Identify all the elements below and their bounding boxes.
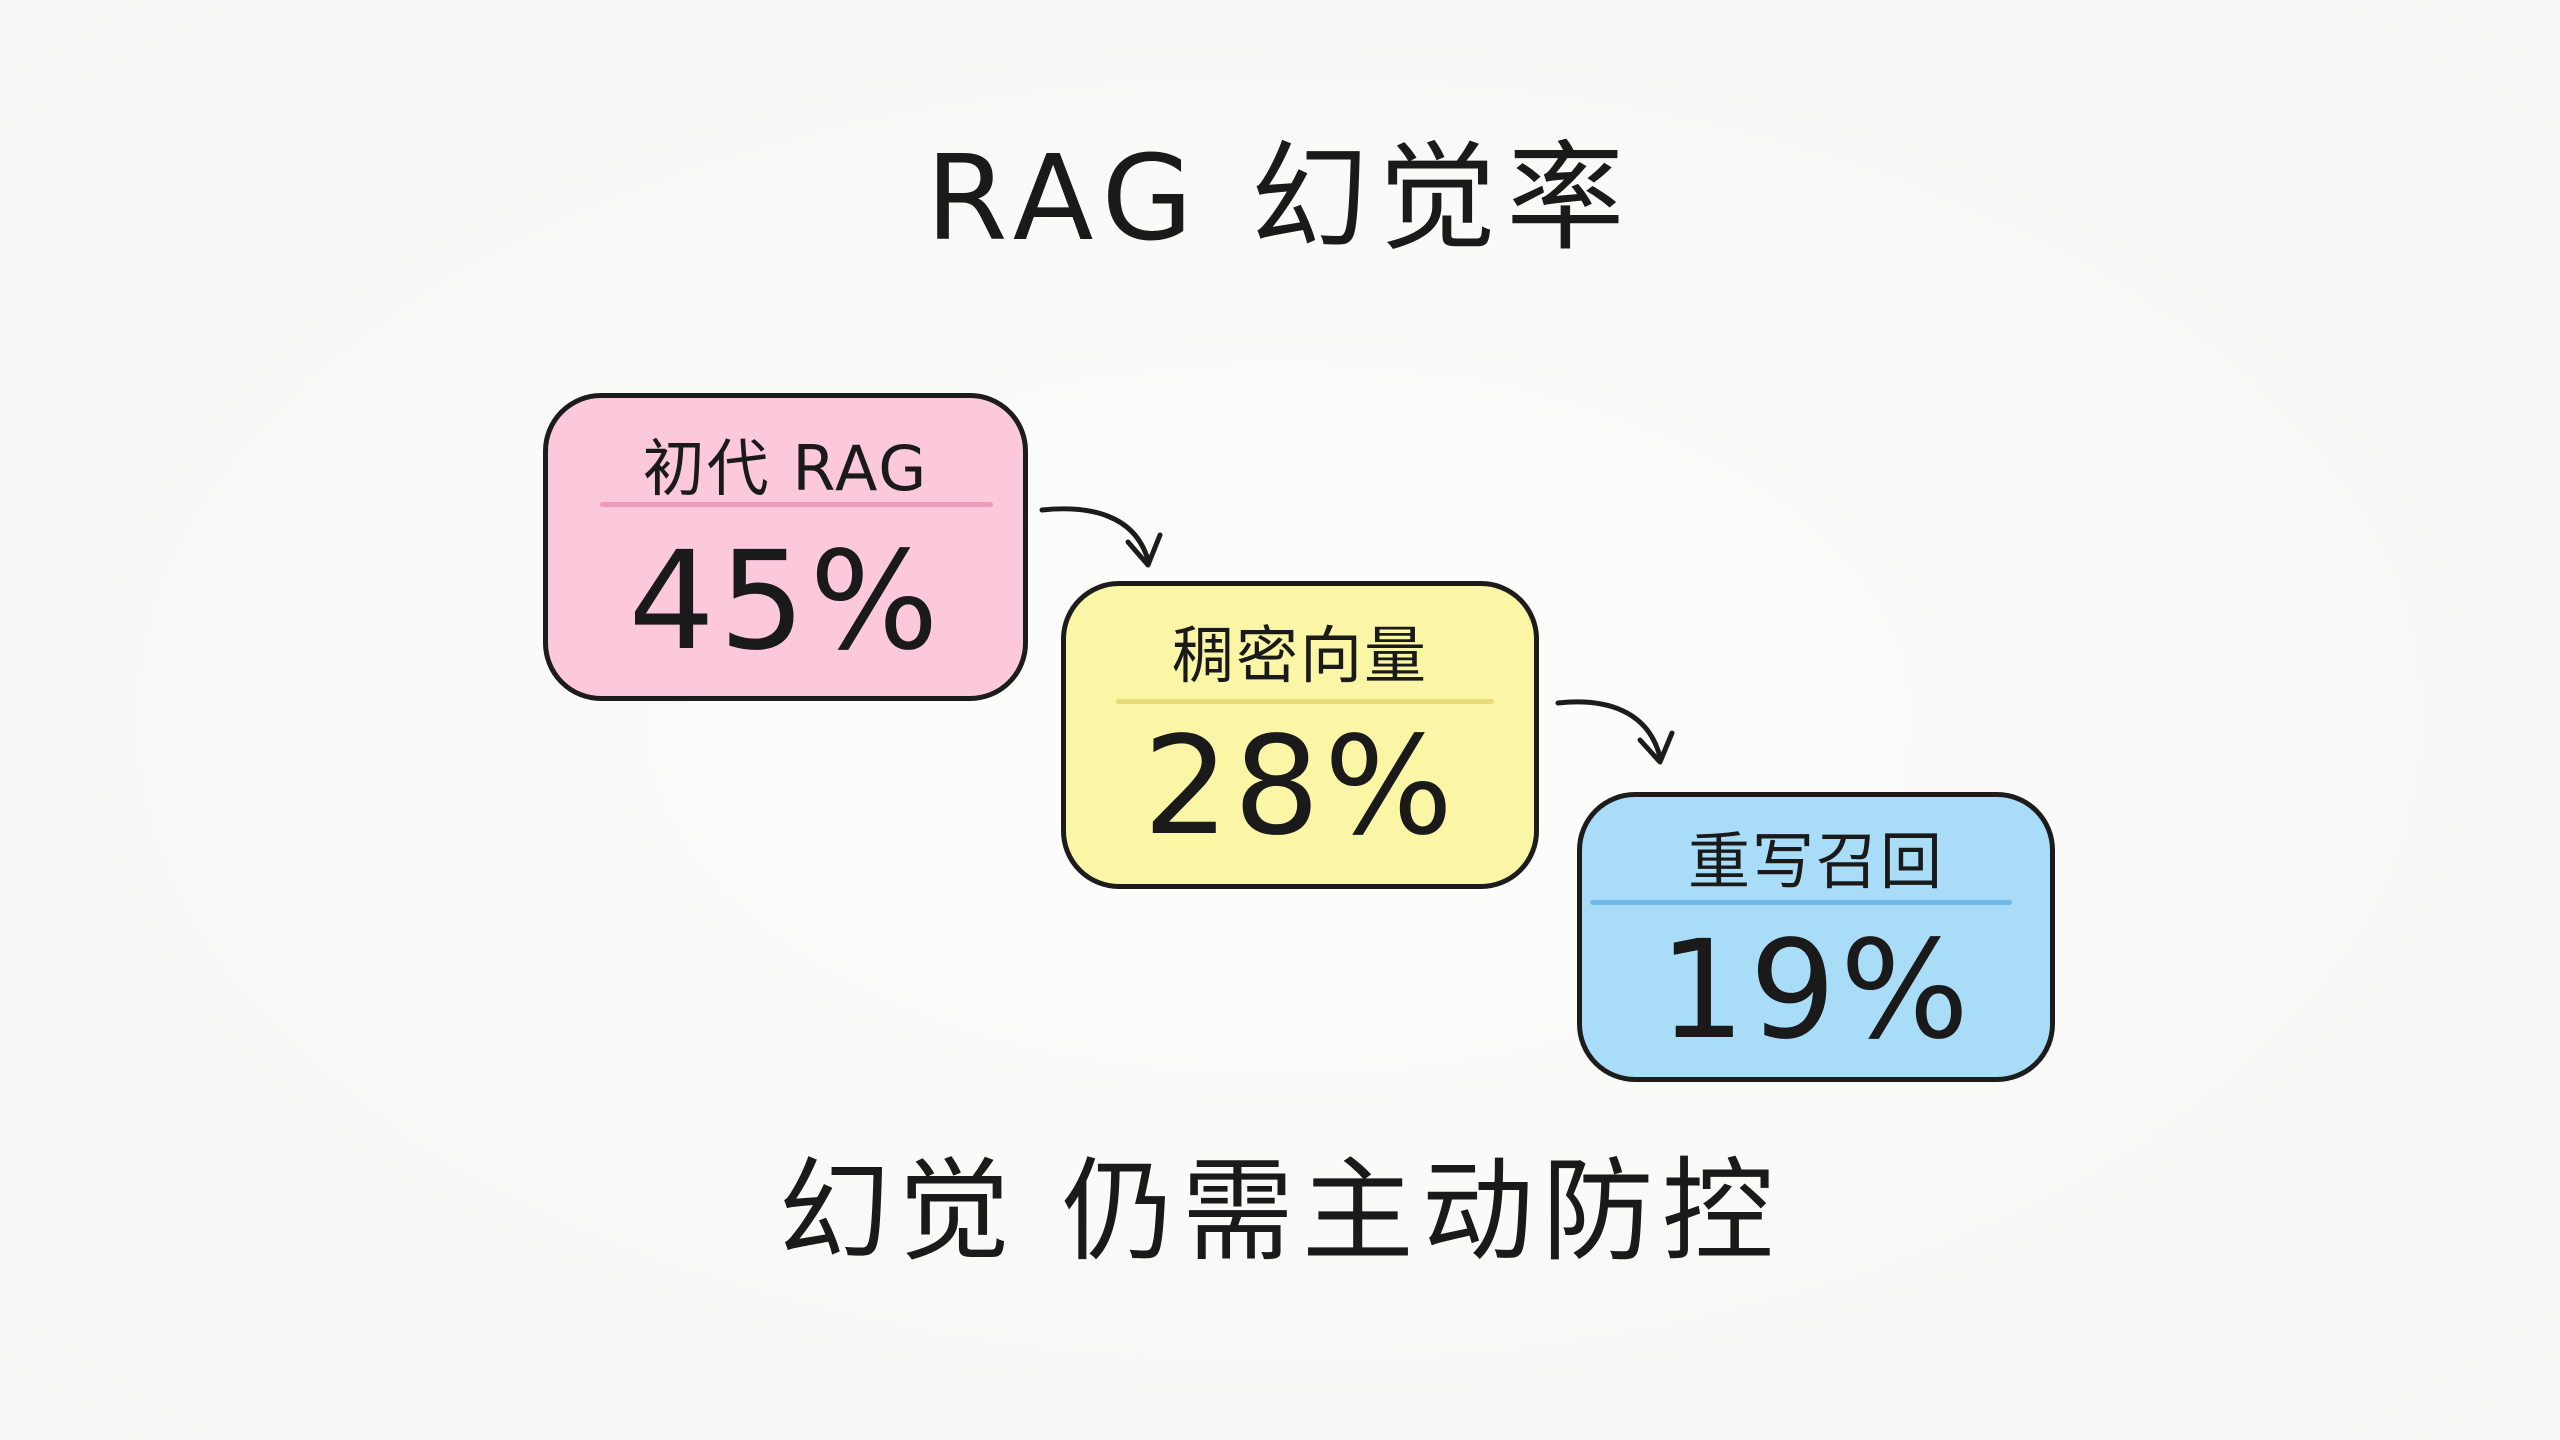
arrow-curved-right-down-icon bbox=[1039, 506, 1163, 568]
stage-label: 初代 RAG bbox=[642, 432, 929, 505]
label-underline bbox=[1116, 699, 1494, 704]
stage-card-dense-vector: 稠密向量 28% bbox=[1061, 581, 1539, 889]
stage-card-rewrite-recall: 重写召回 19% bbox=[1577, 792, 2055, 1082]
footer-caption: 幻觉 仍需主动防控 bbox=[778, 1147, 1782, 1277]
stage-label: 稠密向量 bbox=[1171, 619, 1428, 692]
label-underline bbox=[1590, 900, 2012, 905]
label-underline bbox=[600, 502, 993, 507]
hallucination-rate-value: 28% bbox=[1142, 708, 1458, 866]
hallucination-rate-value: 19% bbox=[1658, 912, 1974, 1070]
stage-label: 重写召回 bbox=[1687, 825, 1944, 898]
hallucination-rate-value: 45% bbox=[628, 523, 943, 681]
stage-card-initial-rag: 初代 RAG 45% bbox=[543, 393, 1028, 701]
diagram-title: RAG 幻觉率 bbox=[925, 129, 1635, 267]
arrow-curved-right-down-icon bbox=[1555, 699, 1675, 765]
